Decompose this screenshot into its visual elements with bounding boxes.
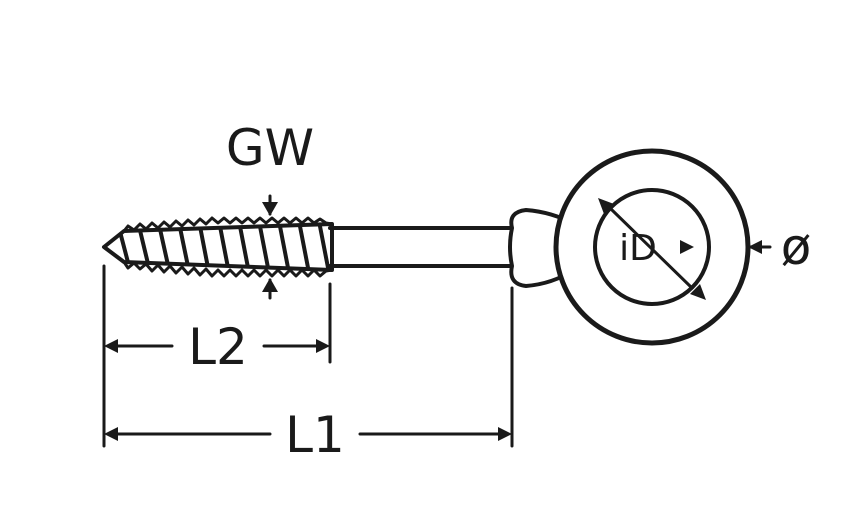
thread-ridge — [236, 224, 252, 270]
thread-teeth-bottom — [122, 260, 334, 278]
l1-arrowhead-right — [498, 427, 512, 441]
id-arrow-line — [610, 208, 694, 290]
thread-teeth-top — [122, 216, 334, 233]
id-arrowhead-top — [598, 198, 614, 214]
thread-section — [102, 216, 334, 278]
thread-ridge — [296, 224, 312, 270]
thread-ridge — [196, 224, 212, 270]
thread-ridge — [276, 224, 292, 270]
thread-ridge — [176, 224, 192, 270]
id-label: iD — [619, 228, 657, 269]
l1-label: L1 — [285, 406, 345, 464]
diameter-label: ø — [781, 218, 812, 276]
gw-arrowhead-top — [262, 202, 278, 216]
id-arrowhead-bottom — [690, 284, 706, 300]
l2-arrowhead-left — [104, 339, 118, 353]
gw-label: GW — [226, 119, 314, 177]
thread-ridge — [216, 224, 232, 270]
l1-arrowhead-left — [104, 427, 118, 441]
l2-arrowhead-right — [316, 339, 330, 353]
shank — [328, 226, 514, 268]
thread-ridge — [256, 224, 272, 270]
l2-label: L2 — [188, 318, 248, 376]
thread-ridge — [316, 224, 332, 270]
id-arrowhead-mid — [680, 240, 694, 254]
diameter-arrowhead — [748, 240, 762, 254]
eye-ring-inner — [593, 188, 711, 306]
gw-arrowhead-bottom — [262, 278, 278, 292]
